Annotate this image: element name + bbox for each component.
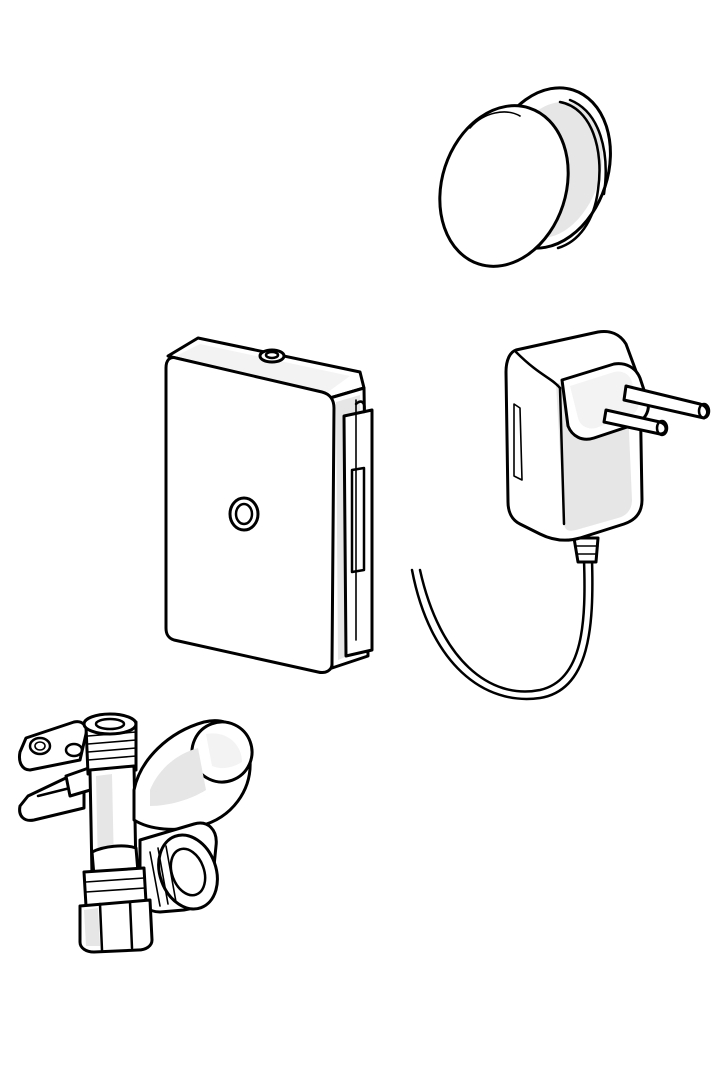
plug-adapter-icon — [410, 330, 711, 701]
electronic-box-icon — [164, 336, 374, 674]
round-cap-icon — [438, 86, 612, 268]
valve-fitting-icon — [18, 712, 254, 954]
